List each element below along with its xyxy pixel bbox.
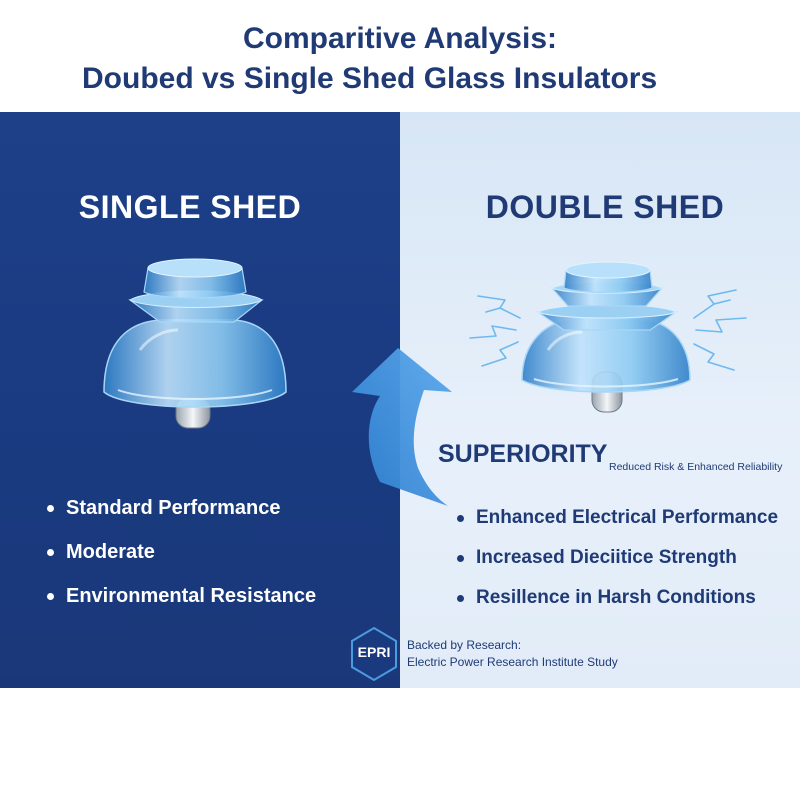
research-note-title: Backed by Research: bbox=[407, 638, 522, 652]
epri-logo-text: EPRI bbox=[357, 644, 391, 660]
superiority-subtitle: Reduced Risk & Enhanced Reliability bbox=[609, 461, 783, 473]
arrow-up-icon bbox=[352, 348, 452, 506]
bullet-icon bbox=[457, 514, 464, 522]
feature-label: Standard Performance bbox=[66, 496, 281, 519]
list-item: Enhanced Electrical Performance bbox=[457, 498, 778, 538]
list-item: Moderate bbox=[47, 530, 316, 574]
title-block: Comparitive Analysis: Doubed vs Single S… bbox=[0, 0, 800, 112]
insulator-double-icon bbox=[521, 261, 691, 413]
page-subtitle: Doubed vs Single Shed Glass Insulators bbox=[82, 62, 658, 95]
single-shed-features: Standard Performance Moderate Environmen… bbox=[47, 486, 316, 618]
feature-label: Enhanced Electrical Performance bbox=[476, 507, 779, 528]
double-shed-heading: DOUBLE SHED bbox=[485, 189, 725, 225]
lightning-icon bbox=[469, 289, 747, 371]
feature-label: Environmental Resistance bbox=[66, 584, 317, 607]
epri-hexagon-icon bbox=[351, 626, 397, 682]
double-shed-features: Enhanced Electrical Performance Increase… bbox=[457, 498, 778, 618]
list-item: Environmental Resistance bbox=[47, 574, 316, 618]
list-item: Increased Dieciitice Strength bbox=[457, 538, 778, 578]
bullet-icon bbox=[47, 592, 54, 600]
page-title: Comparitive Analysis: bbox=[243, 22, 557, 55]
bullet-icon bbox=[47, 504, 54, 512]
superiority-title: SUPERIORITY bbox=[438, 440, 608, 468]
feature-label: Resillence in Harsh Conditions bbox=[476, 587, 756, 608]
list-item: Standard Performance bbox=[47, 486, 316, 530]
feature-label: Increased Dieciitice Strength bbox=[476, 547, 737, 568]
single-shed-heading: SINGLE SHED bbox=[78, 189, 302, 225]
list-item: Resillence in Harsh Conditions bbox=[457, 578, 778, 618]
research-note-source: Electric Power Research Institute Study bbox=[407, 655, 618, 669]
bullet-icon bbox=[47, 548, 54, 556]
feature-label: Moderate bbox=[66, 540, 155, 563]
bullet-icon bbox=[457, 554, 464, 562]
bullet-icon bbox=[457, 594, 464, 602]
insulator-single-icon bbox=[103, 258, 287, 429]
